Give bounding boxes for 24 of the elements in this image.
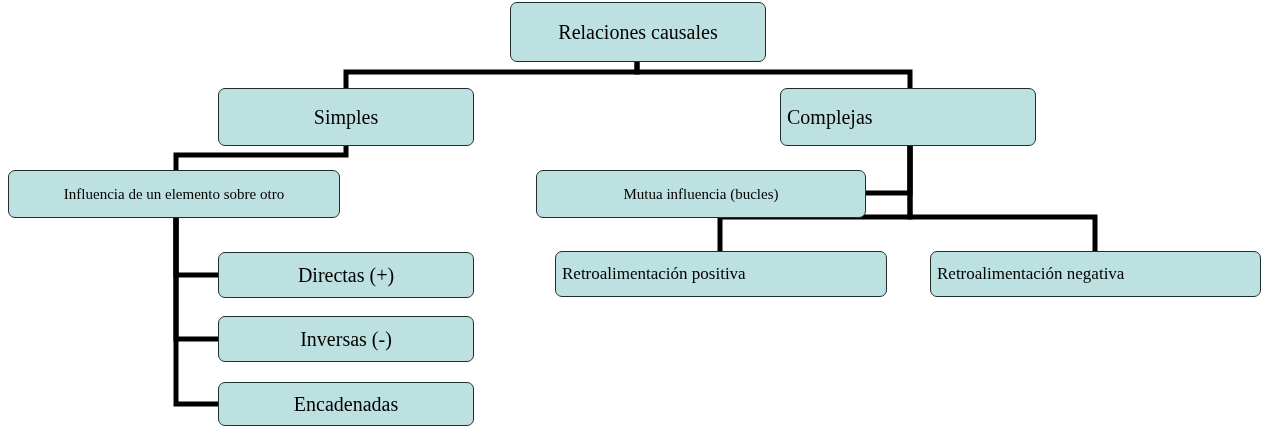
connector-line (173, 218, 218, 407)
box-label: Simples (313, 105, 379, 129)
concept-box (218, 316, 474, 362)
concept-box (536, 170, 866, 218)
box-label: Influencia de un elemento sobre otro (63, 185, 285, 203)
box-label: Complejas (787, 105, 873, 129)
connector-line (907, 146, 1098, 251)
box-label: Inversas (-) (300, 327, 392, 351)
concept-box (780, 88, 1036, 146)
concept-box (555, 251, 887, 297)
box-label: Mutua influencia (bucles) (623, 185, 779, 203)
connector-line (173, 146, 349, 170)
concept-box (930, 251, 1261, 297)
box-label: Encadenadas (293, 392, 399, 416)
concept-box (510, 2, 766, 62)
concept-box (218, 88, 474, 146)
connector-line (634, 62, 913, 88)
box-label: Relaciones causales (558, 20, 718, 44)
box-label: Retroalimentación positiva (562, 264, 746, 284)
concept-box (218, 382, 474, 426)
box-label: Directas (+) (297, 263, 395, 287)
box-label: Retroalimentación negativa (937, 264, 1125, 284)
concept-box (8, 170, 340, 218)
concept-box (218, 252, 474, 298)
